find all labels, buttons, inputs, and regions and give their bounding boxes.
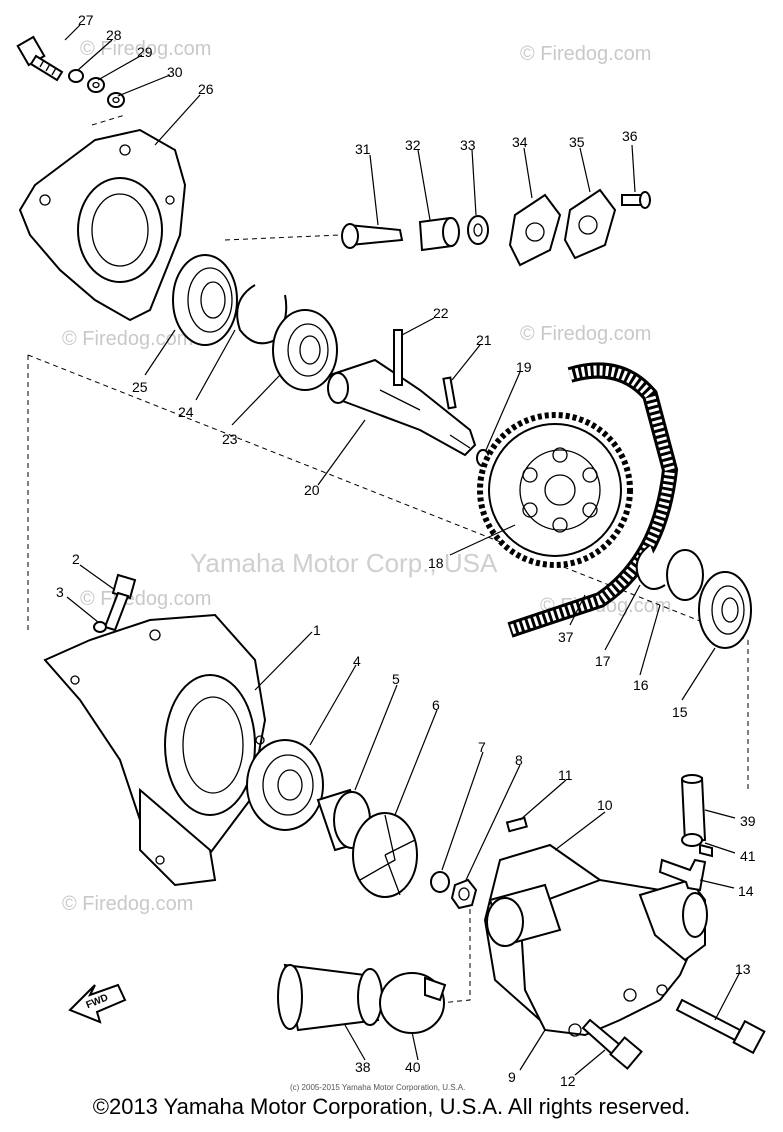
fwd-arrow: FWD: [68, 983, 127, 1024]
seal-33: [467, 215, 489, 245]
part-label: 22: [433, 305, 449, 321]
part-label: 5: [392, 671, 400, 687]
part-label: 18: [428, 555, 444, 571]
part-label: 13: [735, 961, 751, 977]
part-label: 24: [178, 404, 194, 420]
circlip-16: [666, 549, 704, 601]
watermark-firedog: © Firedog.com: [62, 328, 193, 350]
dashed-reference-line: [91, 114, 126, 126]
pin-11: [505, 816, 528, 833]
part-label: 26: [198, 81, 214, 97]
part-label: 16: [633, 677, 649, 693]
part-label: 4: [353, 653, 361, 669]
washer-28: [68, 69, 84, 83]
pipe-39: [680, 774, 707, 844]
part-label: 35: [569, 134, 585, 150]
pipe-14: [658, 858, 707, 892]
part-label: 33: [460, 137, 476, 153]
plate-35: [563, 188, 617, 260]
part-label: 15: [672, 704, 688, 720]
watermark-firedog: © Firedog.com: [520, 323, 651, 345]
part-label: 30: [167, 64, 183, 80]
part-label: 1: [313, 622, 321, 638]
bolt-12: [581, 1018, 643, 1070]
clip-41: [681, 833, 703, 847]
impeller-6: [352, 812, 418, 898]
part-label: 21: [476, 332, 492, 348]
washer-30: [107, 92, 125, 108]
drive-gear-31: [341, 223, 404, 249]
part-label: 17: [595, 653, 611, 669]
watermark-firedog: © Firedog.com: [520, 43, 651, 65]
dashed-reference-line: [224, 234, 341, 241]
part-label: 39: [740, 813, 756, 829]
hose-38: [277, 963, 383, 1032]
part-label: 10: [597, 797, 613, 813]
bearing-15: [698, 571, 752, 649]
part-label: 20: [304, 482, 320, 498]
pump-cover-9: [486, 878, 708, 1037]
part-labels: 27 28 29 30 26 31 32 33 34 35 36 25 24 2…: [56, 12, 756, 1089]
part-label: 2: [72, 551, 80, 567]
watermark-firedog: © Firedog.com: [80, 38, 211, 60]
part-label: 25: [132, 379, 148, 395]
part-label: 11: [558, 767, 573, 783]
dashed-reference-line: [419, 900, 471, 1006]
part-label: 34: [512, 134, 528, 150]
pin-21: [442, 376, 457, 410]
part-label: 8: [515, 752, 523, 768]
watermark-firedog: © Firedog.com: [62, 893, 193, 915]
cover-26: [18, 128, 187, 322]
bearing-25: [172, 254, 238, 346]
washer-3: [93, 621, 107, 633]
circlip-17: [635, 544, 666, 590]
washer-7: [430, 871, 450, 893]
collar-32: [418, 216, 460, 252]
bolt-27: [16, 35, 64, 82]
bolt-2: [103, 573, 137, 632]
belt-37: [507, 362, 679, 638]
part-label: 31: [355, 141, 371, 157]
dashed-reference-line: [27, 354, 749, 641]
part-label: 23: [222, 431, 238, 447]
hose-clamp-40: [379, 972, 447, 1034]
washer-29: [87, 77, 105, 93]
bearing-4: [246, 739, 324, 831]
part-label: 28: [106, 27, 122, 43]
part-label: 14: [738, 883, 754, 899]
part-label: 40: [405, 1059, 421, 1075]
part-label: 6: [432, 697, 440, 713]
part-label: 9: [508, 1069, 516, 1085]
pin-22: [393, 329, 403, 386]
part-label: 3: [56, 584, 64, 600]
part-label: 37: [558, 629, 574, 645]
bearing-23: [272, 309, 338, 391]
watermark-yamaha: Yamaha Motor Corp., USA: [190, 548, 498, 578]
footer-copyright: ©2013 Yamaha Motor Corporation, U.S.A. A…: [92, 1094, 691, 1119]
part-label: 7: [478, 739, 486, 755]
pulley-18: [477, 412, 633, 568]
housing-1: [43, 613, 267, 887]
bolt-13: [675, 998, 766, 1055]
part-label: 29: [137, 44, 153, 60]
part-label: 32: [405, 137, 421, 153]
part-label: 19: [516, 359, 532, 375]
part-label: 38: [355, 1059, 371, 1075]
part-label: 36: [622, 128, 638, 144]
part-label: 27: [78, 12, 94, 28]
gasket-34: [508, 193, 562, 267]
part-label: 41: [740, 848, 756, 864]
watermark-firedog: © Firedog.com: [80, 588, 211, 610]
part-label: 12: [560, 1073, 576, 1089]
nut-8: [450, 878, 478, 910]
inner-copyright: (c) 2005-2015 Yamaha Motor Corporation, …: [290, 1083, 465, 1092]
screw-36: [621, 191, 651, 209]
